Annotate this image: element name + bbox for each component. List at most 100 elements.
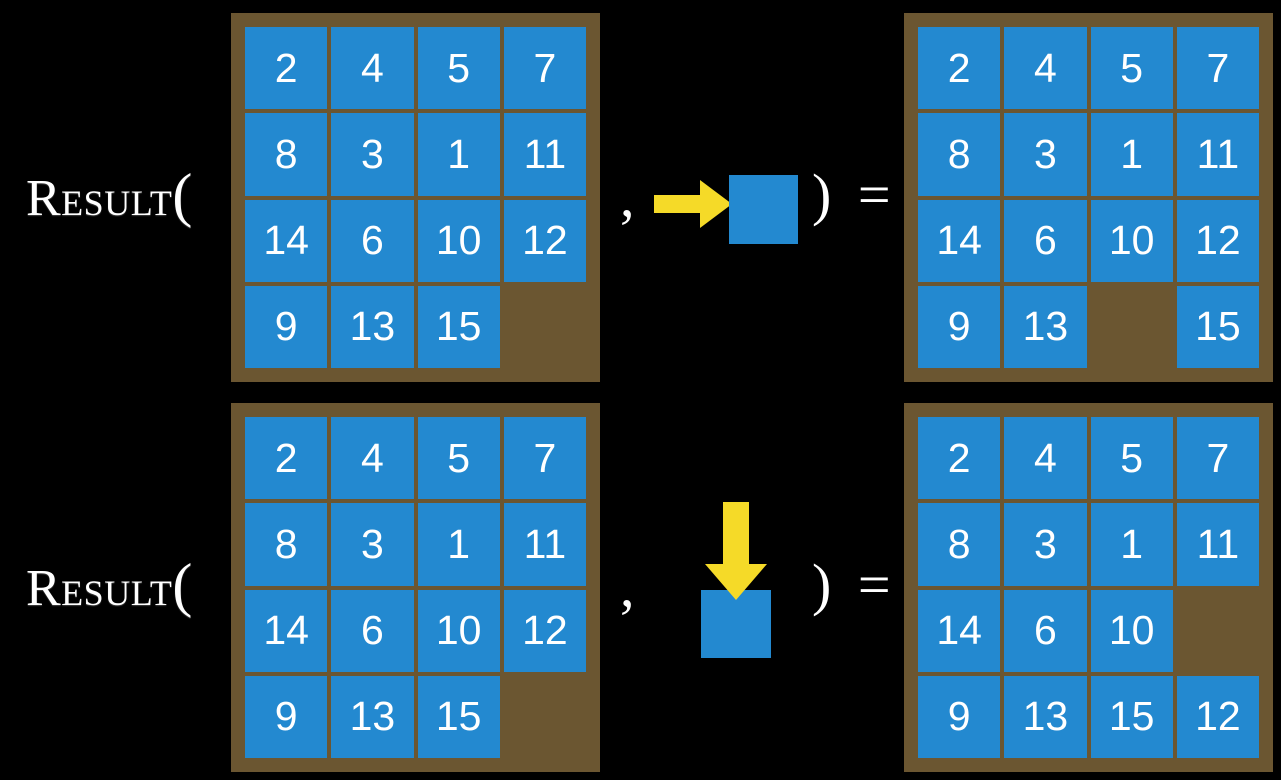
tile[interactable]: 1: [1090, 503, 1173, 586]
tile[interactable]: 1: [417, 503, 500, 586]
tile-value: 1: [1120, 130, 1144, 177]
tile-value: 14: [263, 607, 309, 654]
tile-value: 4: [1033, 44, 1057, 91]
tile-value: 13: [1022, 693, 1069, 740]
tile-value: 9: [274, 693, 298, 740]
tile[interactable]: 7: [503, 27, 586, 110]
tile-value: 2: [274, 44, 298, 91]
tile[interactable]: 6: [1004, 589, 1087, 672]
tile[interactable]: 10: [1090, 199, 1173, 282]
tile[interactable]: 12: [1176, 675, 1259, 758]
tile[interactable]: 5: [417, 27, 500, 110]
tile-value: 5: [1120, 44, 1144, 91]
tile[interactable]: 2: [918, 27, 1001, 110]
tile[interactable]: 10: [417, 199, 500, 282]
tile[interactable]: 1: [417, 113, 500, 196]
arrow-down-icon: [701, 502, 771, 607]
tile[interactable]: 1: [1090, 113, 1173, 196]
result-function-name: Result: [26, 560, 173, 617]
output-grid-row-1: 2 4 5 7 8 3 1 11 14 6 10 12 9 13 15: [918, 27, 1259, 368]
input-grid-row-2: 2 4 5 7 8 3 1 11 14 6 10 12 9 13 15: [245, 417, 586, 758]
tile[interactable]: 11: [1176, 113, 1259, 196]
tile[interactable]: 8: [918, 113, 1001, 196]
tile[interactable]: 2: [245, 417, 328, 500]
tile[interactable]: 14: [918, 199, 1001, 282]
tile[interactable]: 7: [1176, 27, 1259, 110]
tile-value: 14: [263, 217, 309, 264]
tile[interactable]: 11: [1176, 503, 1259, 586]
tile[interactable]: 12: [503, 589, 586, 672]
result-function-name: Result: [26, 170, 173, 227]
tile-value: 15: [435, 693, 482, 740]
tile[interactable]: 12: [503, 199, 586, 282]
tile[interactable]: 3: [331, 113, 414, 196]
operator-area-row-1: , ) =: [600, 0, 904, 390]
tile-value: 11: [1196, 130, 1240, 177]
tile[interactable]: 6: [1004, 199, 1087, 282]
empty-slot[interactable]: [504, 286, 586, 368]
tile[interactable]: 9: [918, 675, 1001, 758]
tile[interactable]: 9: [918, 285, 1001, 368]
tile-value: 9: [947, 303, 971, 350]
tile-value: 8: [274, 520, 298, 567]
tile[interactable]: 8: [918, 503, 1001, 586]
tile[interactable]: 13: [1004, 285, 1087, 368]
tile-value: 8: [274, 130, 298, 177]
tile[interactable]: 13: [1004, 675, 1087, 758]
tile-value: 12: [1195, 693, 1241, 740]
tile[interactable]: 4: [1004, 417, 1087, 500]
tile[interactable]: 2: [245, 27, 328, 110]
empty-slot[interactable]: [1091, 286, 1173, 368]
tile[interactable]: 3: [1004, 113, 1087, 196]
tile[interactable]: 9: [245, 285, 328, 368]
tile[interactable]: 15: [417, 285, 500, 368]
tile-value: 2: [947, 44, 971, 91]
tile-value: 10: [435, 217, 482, 264]
tile[interactable]: 13: [331, 285, 414, 368]
tile[interactable]: 4: [331, 27, 414, 110]
tile-value: 13: [349, 693, 396, 740]
tile-value: 4: [1033, 434, 1057, 481]
tile[interactable]: 15: [1176, 285, 1259, 368]
tile-value: 7: [533, 44, 557, 91]
tile[interactable]: 8: [245, 503, 328, 586]
tile[interactable]: 15: [1090, 675, 1173, 758]
empty-slot[interactable]: [504, 676, 586, 758]
tile[interactable]: 5: [1090, 417, 1173, 500]
tile[interactable]: 10: [1090, 589, 1173, 672]
tile-value: 8: [947, 130, 971, 177]
tile[interactable]: 4: [331, 417, 414, 500]
action-tile-row-1[interactable]: [729, 175, 798, 244]
empty-slot[interactable]: [1177, 590, 1259, 672]
tile[interactable]: 7: [1176, 417, 1259, 500]
tile-value: 10: [1108, 217, 1155, 264]
tile[interactable]: 14: [245, 199, 328, 282]
tile[interactable]: 11: [503, 503, 586, 586]
tile-value: 11: [523, 520, 567, 567]
tile[interactable]: 6: [331, 199, 414, 282]
tile[interactable]: 3: [1004, 503, 1087, 586]
tile-value: 15: [435, 303, 482, 350]
tile[interactable]: 8: [245, 113, 328, 196]
tile[interactable]: 10: [417, 589, 500, 672]
input-board-row-1: 2 4 5 7 8 3 1 11 14 6 10 12 9 13 15: [231, 13, 600, 382]
tile[interactable]: 4: [1004, 27, 1087, 110]
tile[interactable]: 13: [331, 675, 414, 758]
tile[interactable]: 6: [331, 589, 414, 672]
tile[interactable]: 3: [331, 503, 414, 586]
tile-value: 6: [1033, 217, 1057, 264]
tile[interactable]: 5: [1090, 27, 1173, 110]
tile-value: 14: [936, 217, 982, 264]
action-tile-row-2[interactable]: [701, 590, 771, 658]
tile[interactable]: 12: [1176, 199, 1259, 282]
tile-value: 3: [360, 130, 384, 177]
tile[interactable]: 15: [417, 675, 500, 758]
tile[interactable]: 2: [918, 417, 1001, 500]
tile[interactable]: 11: [503, 113, 586, 196]
output-board-row-1: 2 4 5 7 8 3 1 11 14 6 10 12 9 13 15: [904, 13, 1273, 382]
tile[interactable]: 9: [245, 675, 328, 758]
tile[interactable]: 7: [503, 417, 586, 500]
tile[interactable]: 14: [918, 589, 1001, 672]
tile[interactable]: 5: [417, 417, 500, 500]
tile[interactable]: 14: [245, 589, 328, 672]
